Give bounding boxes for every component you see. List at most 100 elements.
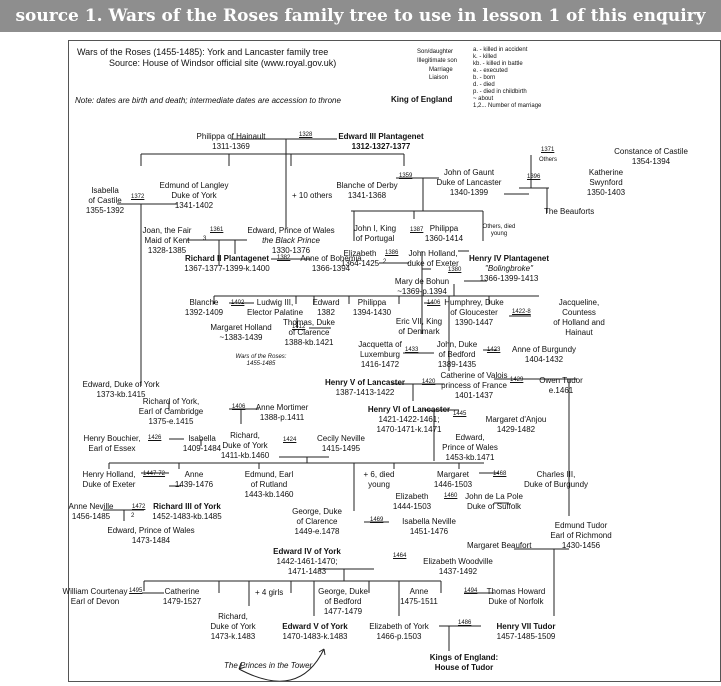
marriage-year-1380: 1380 (448, 267, 462, 273)
marriage-year-1387: 1387 (410, 227, 424, 233)
person-charles-iii: Charles III,Duke of Burgundy (523, 470, 589, 489)
marriage-year-1406: 1406 (427, 300, 441, 306)
person-henry-vii: Henry VII Tudor (496, 622, 556, 631)
legend-illegitimate: Illegitimate son (417, 58, 458, 64)
marriage-year-1422-8: 1422-8 (512, 309, 531, 315)
marriage-number-2b: 2 (131, 513, 135, 519)
marriage-year-1464: 1464 (393, 553, 407, 559)
person-henry-iv: Henry IV Plantagenet (468, 254, 550, 263)
marriage-number-3: 3 (203, 236, 207, 242)
person-henry-v: Henry V of Lancaster (324, 378, 406, 387)
label-four-girls: + 4 girls (255, 588, 284, 597)
marriage-year-1382: 1382 (277, 255, 291, 261)
person-edward-v: Edward V of York (282, 622, 348, 631)
marriage-year-1429: 1429 (510, 377, 524, 383)
person-henry-holland: Henry Holland,Duke of Exeter (82, 470, 136, 489)
marriage-year-1423: 1423 (487, 347, 501, 353)
marriage-year-1426: 1426 (148, 435, 162, 441)
person-ludwig-iii: Ludwig III,Elector Palatine (246, 298, 304, 317)
tree-note: Note: dates are birth and death; interme… (75, 96, 341, 105)
legend-son-daughter: Son/daughter (417, 49, 454, 55)
marriage-year-1386: 1386 (385, 250, 399, 256)
person-richard-ii-dates: 1367-1377-1399-k.1400 (184, 264, 270, 273)
marriage-year-1361: 1361 (210, 227, 224, 233)
label-beauforts: The Beauforts (544, 207, 595, 216)
person-henry-iv-nickname: "Bolingbroke" (485, 264, 533, 273)
person-edward-v-dates: 1470-1483-k.1483 (282, 632, 348, 641)
marriage-year-1424: 1424 (283, 437, 297, 443)
marriage-year-1486: 1486 (458, 620, 472, 626)
marriage-year-1445: 1445 (453, 411, 467, 417)
person-margaret-holland: Margaret Holland~1383-1439 (210, 323, 272, 342)
marriage-year-1420: 1420 (422, 379, 436, 385)
marriage-year-1359: 1359 (399, 173, 413, 179)
person-henry-vi: Henry VI of Lancaster (367, 405, 451, 414)
label-wars-of-roses: Wars of the Roses:1455-1485 (235, 354, 287, 367)
person-edward-iv-dates: 1442-1461-1470;1471-1483 (276, 557, 338, 576)
tree-title: Wars of the Roses (1455-1485): York and … (77, 47, 329, 57)
marriage-year-1396: 1396 (527, 174, 541, 180)
person-richard-iii: Richard III of York (153, 502, 221, 511)
marriage-year-1495: 1495 (129, 588, 143, 594)
marriage-year-1328: 1328 (299, 132, 313, 138)
legend-king: King of England (391, 95, 453, 104)
tree-source: Source: House of Windsor official site (… (109, 58, 337, 68)
marriage-year-1472: 1472 (132, 504, 146, 510)
person-henry-v-dates: 1387-1413-1422 (335, 388, 395, 397)
person-henry-bouchier: Henry Bouchier,Earl of Essex (83, 434, 141, 453)
label-kings-house-tudor: Kings of England:House of Tudor (429, 653, 499, 672)
label-ten-others: + 10 others (292, 191, 333, 200)
person-henry-vii-dates: 1457-1485-1509 (496, 632, 556, 641)
marriage-year-1412: 1412 (292, 324, 306, 330)
label-princes-in-tower: The Princes in the Tower (224, 661, 313, 670)
person-edward-iv: Edward IV of York (273, 547, 341, 556)
person-margaret-beaufort: Margaret Beaufort (467, 541, 532, 550)
marriage-year-1402: 1402 (231, 300, 245, 306)
marriage-year-1494: 1494 (464, 588, 478, 594)
marriage-year-1371: 1371 (541, 147, 555, 153)
label-others: Others (539, 157, 558, 163)
marriage-year-1406b: 1406 (232, 404, 246, 410)
